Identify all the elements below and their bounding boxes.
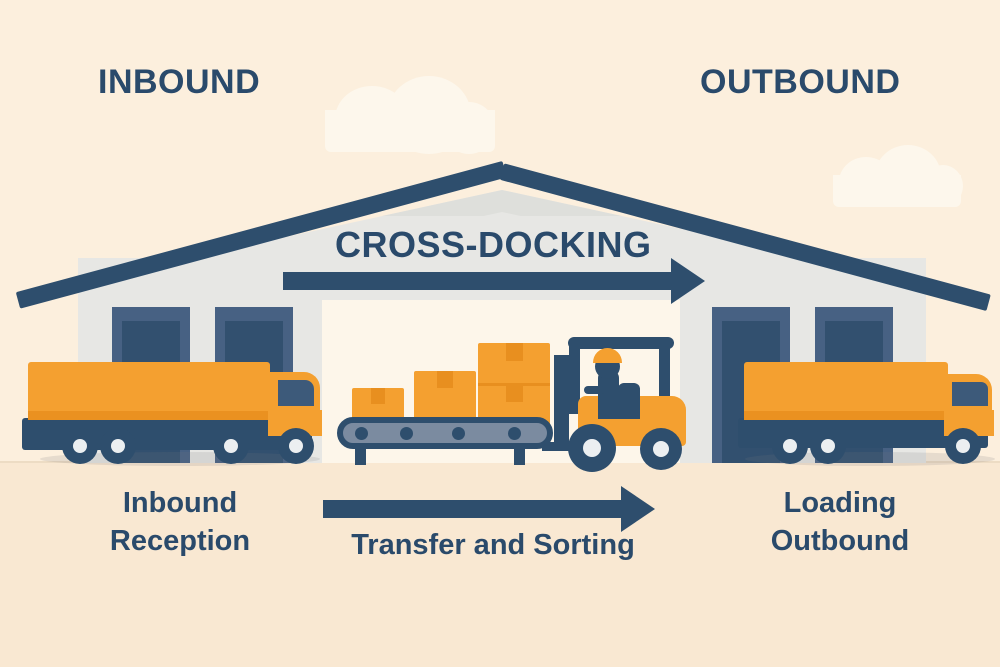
truck-wheel xyxy=(772,428,808,464)
caption-loading-outbound: Loading Outbound xyxy=(770,487,910,557)
forklift-driver-torso xyxy=(598,370,619,414)
ground-background xyxy=(0,463,1000,667)
header-inbound: INBOUND xyxy=(98,63,261,101)
truck-wheel xyxy=(945,428,981,464)
forklift-mast xyxy=(554,355,569,450)
forklift-wheel-rear xyxy=(640,428,682,470)
arrow-shaft xyxy=(323,500,623,518)
forklift-fork xyxy=(542,442,576,451)
conveyor-leg xyxy=(355,449,366,465)
cloud-icon xyxy=(325,76,495,154)
box-large-icon xyxy=(478,343,550,426)
truck-wheel xyxy=(810,428,846,464)
page-title: CROSS-DOCKING xyxy=(335,224,652,265)
forklift-seat xyxy=(618,383,640,417)
forklift-driver-helmet-icon xyxy=(593,348,622,363)
truck-wheel xyxy=(62,428,98,464)
conveyor-roller xyxy=(452,427,465,440)
forklift-cage-top xyxy=(568,337,674,349)
forklift-seat-base xyxy=(598,410,640,419)
cloud-icon xyxy=(833,145,963,207)
truck-wheel xyxy=(278,428,314,464)
forklift-driver-arm xyxy=(584,386,605,394)
truck-window xyxy=(952,382,988,406)
truck-trailer-skirt xyxy=(28,411,270,420)
conveyor-roller xyxy=(355,427,368,440)
header-outbound: OUTBOUND xyxy=(700,63,901,101)
truck-trailer-skirt xyxy=(744,411,948,420)
truck-trailer xyxy=(28,362,270,420)
caption-transfer-sorting: Transfer and Sorting xyxy=(351,529,635,561)
truck-trailer xyxy=(744,362,948,420)
forklift-cage-post-rear xyxy=(659,340,670,402)
arrow-head-icon xyxy=(621,486,655,532)
conveyor-roller xyxy=(508,427,521,440)
truck-shadow xyxy=(745,452,995,466)
forklift-wheel-front xyxy=(568,424,616,472)
caption-inbound-reception: Inbound Reception xyxy=(109,487,251,557)
box-medium-icon xyxy=(414,371,476,426)
truck-window xyxy=(278,380,314,406)
arrow-shaft xyxy=(283,272,673,290)
truck-wheel xyxy=(213,428,249,464)
arrow-head-icon xyxy=(671,258,705,304)
conveyor-roller xyxy=(400,427,413,440)
conveyor-leg xyxy=(514,449,525,465)
truck-wheel xyxy=(100,428,136,464)
forklift-cage-post-front xyxy=(569,340,580,414)
